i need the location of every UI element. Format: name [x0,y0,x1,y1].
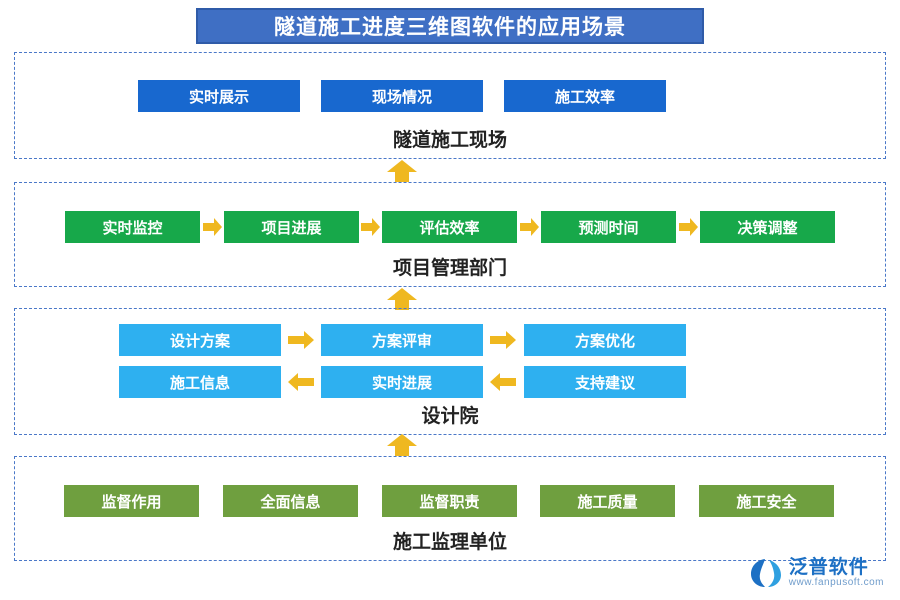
node-construction-efficiency[interactable]: 施工效率 [504,80,666,112]
arrow-right-predict-to-decision [679,218,698,236]
node-evaluate-efficiency[interactable]: 评估效率 [382,211,517,243]
node-comprehensive-info[interactable]: 全面信息 [223,485,358,517]
node-supervision-role[interactable]: 监督作用 [64,485,199,517]
section-label-design-institute: 设计院 [421,406,479,427]
node-project-progress[interactable]: 项目进展 [224,211,359,243]
node-decision-adjustment[interactable]: 决策调整 [700,211,835,243]
section-design-institute: 设计院 [14,308,886,435]
arrow-left-support-to-progress [490,373,516,391]
logo-name-cn: 泛普软件 [788,556,869,578]
arrow-left-progress-to-info [288,373,314,391]
node-construction-info[interactable]: 施工信息 [119,366,281,398]
node-site-situation[interactable]: 现场情况 [321,80,483,112]
node-predict-time[interactable]: 预测时间 [541,211,676,243]
node-real-time-display[interactable]: 实时展示 [138,80,300,112]
node-real-time-progress[interactable]: 实时进展 [321,366,483,398]
node-supervision-duty[interactable]: 监督职责 [382,485,517,517]
arrow-up-management [387,288,417,310]
node-plan-optimization[interactable]: 方案优化 [524,324,686,356]
logo-swirl-icon [749,556,783,590]
node-design-plan[interactable]: 设计方案 [119,324,281,356]
logo-name-en: www.fanpusoft.com [788,576,884,588]
arrow-up-design [387,434,417,456]
arrow-right-design-to-review [288,331,314,349]
section-label-project-management: 项目管理部门 [392,258,507,279]
node-construction-quality[interactable]: 施工质量 [540,485,675,517]
arrow-right-review-to-optimization [490,331,516,349]
section-project-management: 项目管理部门 [14,182,886,287]
arrow-right-monitoring-to-progress [203,218,222,236]
node-support-suggestion[interactable]: 支持建议 [524,366,686,398]
node-real-time-monitoring[interactable]: 实时监控 [65,211,200,243]
section-label-supervision-unit: 施工监理单位 [392,532,507,553]
node-plan-review[interactable]: 方案评审 [321,324,483,356]
arrow-up-site [387,160,417,182]
arrow-right-progress-to-evaluate [361,218,380,236]
section-label-construction-site: 隧道施工现场 [392,130,507,151]
page-title-bar: 隧道施工进度三维图软件的应用场景 [196,8,704,44]
section-supervision-unit: 施工监理单位 [14,456,886,561]
section-construction-site: 隧道施工现场 [14,52,886,159]
arrow-right-evaluate-to-predict [520,218,539,236]
company-logo: 泛普软件 www.fanpusoft.com [749,556,884,590]
page-title: 隧道施工进度三维图软件的应用场景 [274,16,626,39]
node-construction-safety[interactable]: 施工安全 [699,485,834,517]
